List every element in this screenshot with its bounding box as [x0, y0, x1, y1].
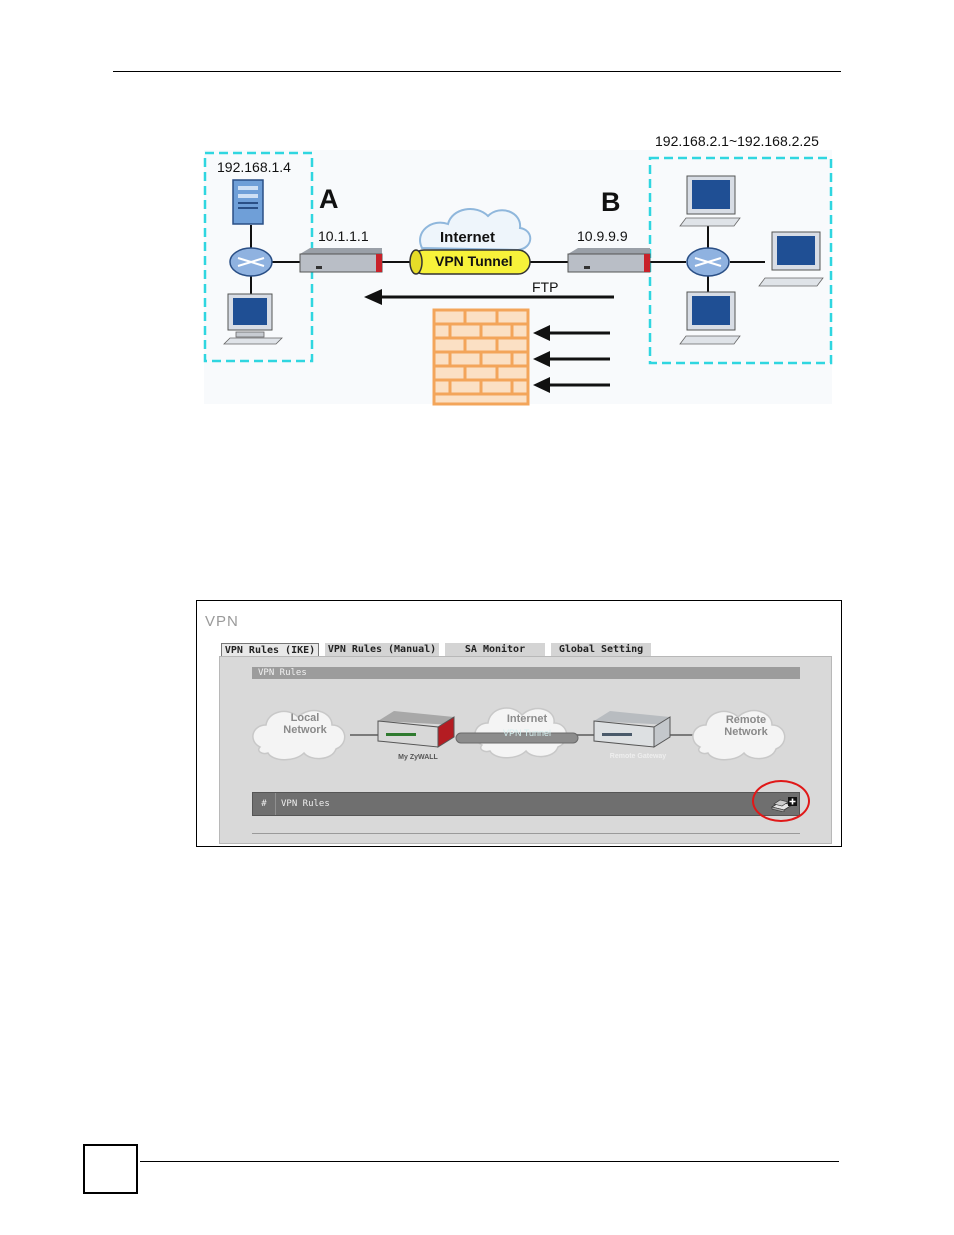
- local-network-label: Local Network: [282, 712, 328, 736]
- column-header-vpn-rules: VPN Rules: [281, 793, 330, 815]
- computer-icon: [759, 232, 823, 286]
- internet-label: Internet: [440, 229, 495, 246]
- firewall-icon: [434, 310, 528, 404]
- right-ip-range-label: 192.168.2.1~192.168.2.25: [655, 133, 819, 149]
- diagram-svg: [200, 120, 834, 410]
- vpn-ftp-diagram: 192.168.1.4 192.168.2.1~192.168.2.25 A B…: [200, 120, 834, 410]
- vpn-config-screen: VPN VPN Rules (IKE) VPN Rules (Manual) S…: [196, 600, 842, 847]
- page-number-box: [83, 1144, 138, 1194]
- tab-global-setting[interactable]: Global Setting: [551, 643, 651, 657]
- section-title: VPN Rules: [252, 667, 800, 679]
- ip-a-label: 10.1.1.1: [318, 228, 369, 244]
- remote-network-label: Remote Network: [716, 714, 776, 738]
- computer-icon: [224, 294, 282, 344]
- left-ip-label: 192.168.1.4: [217, 159, 291, 175]
- zywall-a-icon: [300, 248, 382, 272]
- my-zywall-device-icon: [378, 711, 454, 747]
- ftp-label: FTP: [532, 279, 558, 295]
- computer-icon: [680, 176, 740, 226]
- ftp-arrow-icon: [364, 289, 614, 305]
- blocked-arrow-icon: [533, 377, 610, 393]
- remote-gateway-device-icon: [594, 711, 670, 747]
- vpn-tunnel-label: VPN Tunnel: [435, 253, 513, 269]
- page-title: VPN: [205, 613, 239, 630]
- my-zywall-label: My ZyWALL: [388, 754, 448, 761]
- footer-rule: [140, 1161, 839, 1162]
- server-icon: [233, 180, 263, 224]
- switch-icon: [687, 248, 729, 276]
- internet-label: Internet: [492, 713, 562, 725]
- tab-vpn-rules-ike[interactable]: VPN Rules (IKE): [221, 643, 319, 657]
- switch-icon: [230, 248, 272, 276]
- tab-vpn-rules-manual[interactable]: VPN Rules (Manual): [325, 643, 439, 657]
- header-rule: [113, 71, 841, 72]
- column-header-number: #: [253, 793, 276, 815]
- vpn-tunnel-label: VPN Tunnel: [492, 728, 562, 738]
- remote-gateway-label: Remote Gateway: [598, 753, 678, 760]
- table-footer-rule: [252, 833, 800, 834]
- computer-icon: [680, 292, 740, 344]
- blocked-arrow-icon: [533, 351, 610, 367]
- site-b-label: B: [601, 187, 621, 218]
- add-button-highlight-circle: [752, 780, 810, 822]
- zywall-b-icon: [568, 248, 650, 272]
- site-a-label: A: [319, 184, 339, 215]
- ip-b-label: 10.9.9.9: [577, 228, 628, 244]
- vpn-rules-table-header: # VPN Rules: [252, 792, 800, 816]
- vpn-rules-panel: VPN Rules: [219, 656, 832, 844]
- tab-sa-monitor[interactable]: SA Monitor: [445, 643, 545, 657]
- blocked-arrow-icon: [533, 325, 610, 341]
